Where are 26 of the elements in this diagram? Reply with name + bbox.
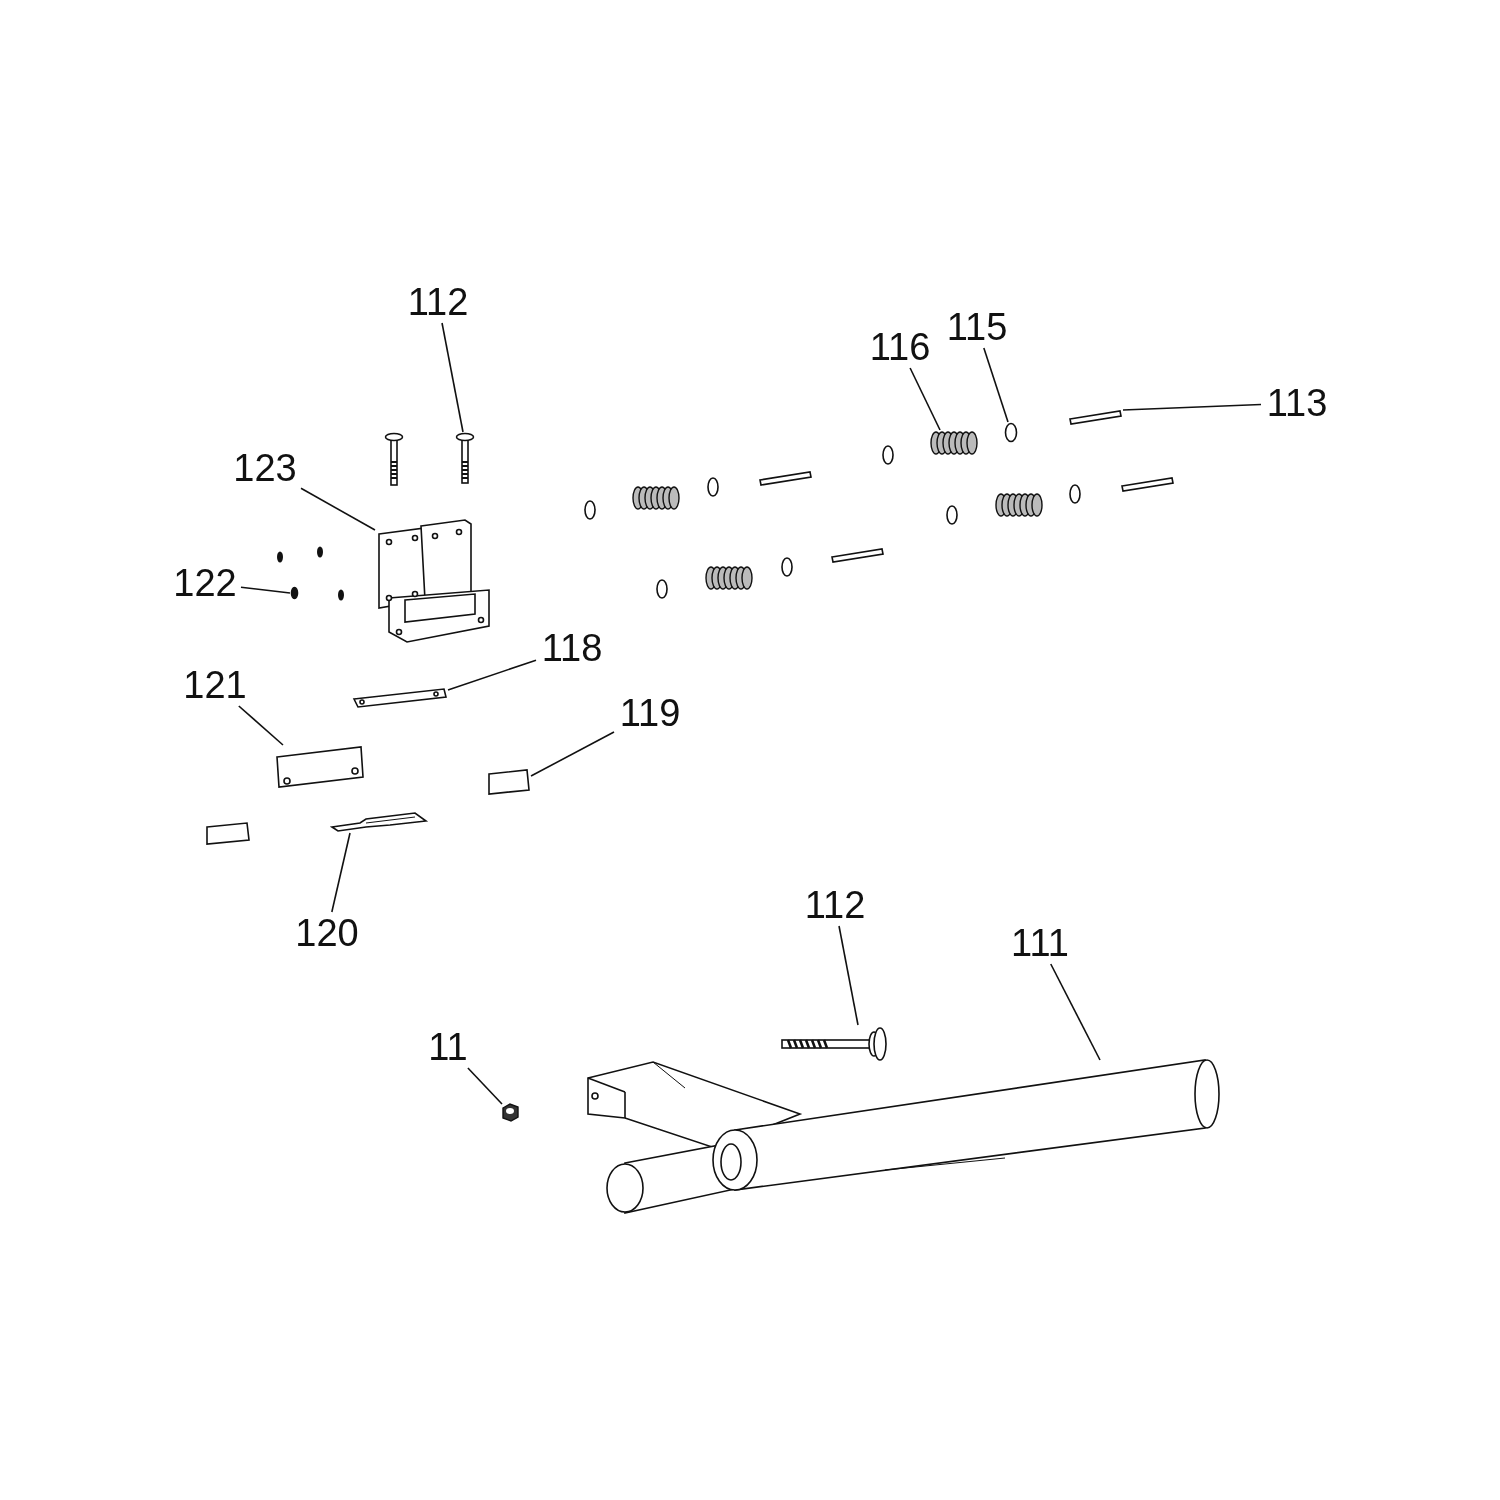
leader-line xyxy=(447,659,537,691)
callout-number: 118 xyxy=(541,629,603,667)
leader-line xyxy=(331,832,351,913)
callout-number: 113 xyxy=(1266,384,1328,422)
callout-number: 111 xyxy=(1011,924,1069,962)
leader-line xyxy=(300,487,376,531)
leader-line xyxy=(983,347,1009,423)
leader-line xyxy=(838,925,859,1026)
callout-number: 123 xyxy=(233,449,297,487)
leader-line xyxy=(909,367,941,431)
callout-number: 115 xyxy=(946,308,1008,346)
leader-line xyxy=(1049,963,1101,1061)
callout-number: 112 xyxy=(804,886,866,924)
callout-number: 120 xyxy=(295,914,359,952)
leader-line xyxy=(441,322,464,433)
leader-line xyxy=(467,1067,503,1105)
callout-number: 11 xyxy=(428,1028,468,1066)
callout-number: 122 xyxy=(173,564,237,602)
callout-number: 112 xyxy=(407,283,469,321)
leader-line xyxy=(1122,403,1262,411)
callout-number: 116 xyxy=(869,328,931,366)
leader-line xyxy=(530,731,615,777)
callout-number: 121 xyxy=(183,666,247,704)
leader-line xyxy=(240,586,291,594)
leader-line xyxy=(238,705,284,746)
callout-number: 119 xyxy=(619,694,681,732)
